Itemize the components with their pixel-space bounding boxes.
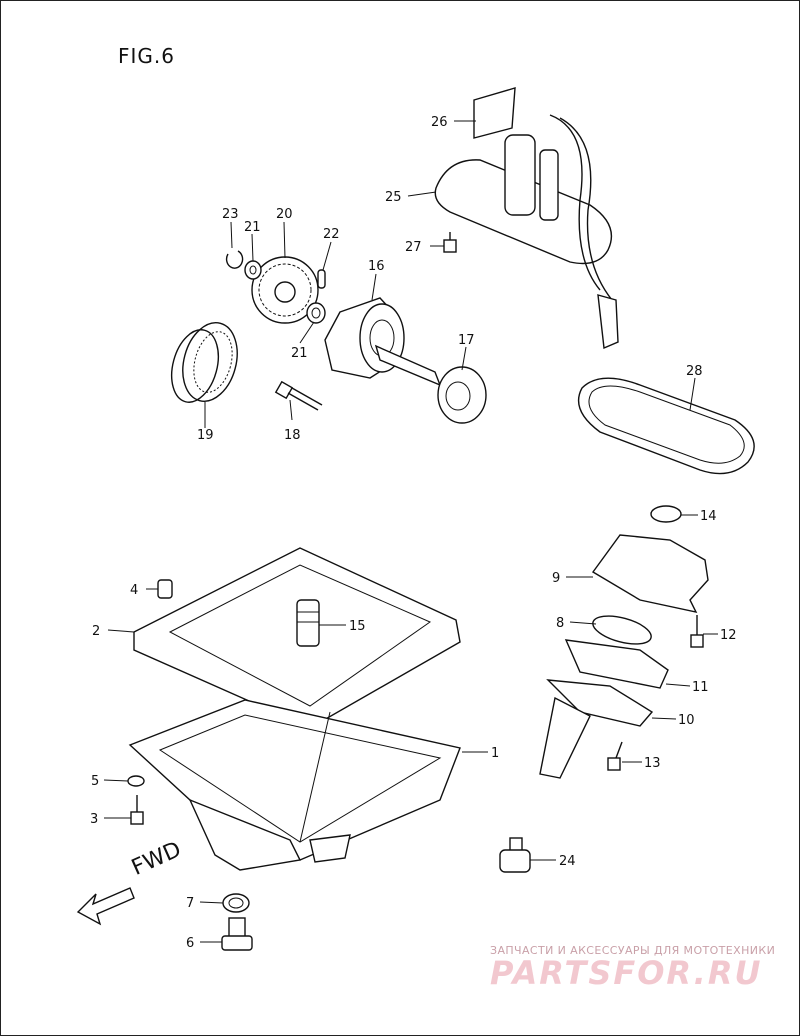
part-24-plug[interactable] — [499, 837, 531, 873]
part-20-gear[interactable] — [251, 256, 319, 324]
callout-16: 16 — [368, 259, 385, 274]
callout-6: 6 — [186, 936, 194, 951]
callout-13: 13 — [644, 756, 661, 771]
part-10-strainer[interactable] — [539, 679, 654, 779]
part-21-washer-lower[interactable] — [306, 302, 326, 324]
part-25-pump-plate[interactable] — [434, 114, 619, 350]
callout-17: 17 — [458, 333, 475, 348]
callout-27: 27 — [405, 240, 422, 255]
part-15-fitting[interactable] — [296, 599, 320, 647]
leader-lines — [103, 120, 718, 943]
callout-15: 15 — [349, 619, 366, 634]
part-27-bolt[interactable] — [443, 232, 457, 253]
part-6-drain-plug[interactable] — [221, 917, 253, 951]
callout-2: 2 — [92, 624, 100, 639]
part-22-pin[interactable] — [317, 269, 326, 289]
callout-7: 7 — [186, 896, 194, 911]
callout-14: 14 — [700, 509, 717, 524]
callout-25: 25 — [385, 190, 402, 205]
part-13-bolt[interactable] — [607, 741, 623, 771]
part-26-filter[interactable] — [473, 87, 516, 139]
callout-3: 3 — [90, 812, 98, 827]
callout-28: 28 — [686, 364, 703, 379]
part-21-washer-upper[interactable] — [244, 260, 262, 280]
callout-20: 20 — [276, 207, 293, 222]
part-28-gasket[interactable] — [577, 377, 755, 475]
callout-22: 22 — [323, 227, 340, 242]
callout-12: 12 — [720, 628, 737, 643]
callout-9: 9 — [552, 571, 560, 586]
part-8-screen[interactable] — [590, 611, 654, 650]
figure-title: FIG.6 — [118, 44, 175, 68]
forward-arrow-icon — [76, 887, 135, 926]
part-9-housing[interactable] — [591, 534, 709, 613]
part-1-oil-pan[interactable] — [128, 699, 461, 871]
part-3-bolt[interactable] — [130, 795, 144, 825]
part-23-circlip[interactable] — [225, 250, 244, 269]
callout-24: 24 — [559, 854, 576, 869]
part-5-washer[interactable] — [127, 775, 145, 787]
part-19-drive-gear[interactable] — [164, 317, 245, 408]
callout-11: 11 — [692, 680, 709, 695]
watermark-tagline: ЗАПЧАСТИ И АКСЕССУАРЫ ДЛЯ МОТОТЕХНИКИ — [490, 944, 776, 957]
callout-18: 18 — [284, 428, 301, 443]
callout-8: 8 — [556, 616, 564, 631]
part-14-o-ring[interactable] — [650, 505, 682, 523]
callout-19: 19 — [197, 428, 214, 443]
callout-21-lower: 21 — [291, 346, 308, 361]
callout-1: 1 — [491, 746, 499, 761]
part-18-bolt[interactable] — [274, 380, 323, 411]
part-11-gasket[interactable] — [564, 639, 669, 689]
callout-5: 5 — [91, 774, 99, 789]
watermark-logo: PARTSFOR.RU — [490, 954, 763, 992]
part-7-washer[interactable] — [222, 893, 250, 913]
callout-10: 10 — [678, 713, 695, 728]
part-12-bolt[interactable] — [690, 615, 704, 648]
part-4-dowel[interactable] — [157, 579, 173, 599]
callout-21-upper: 21 — [244, 220, 261, 235]
part-17-o-ring[interactable] — [437, 366, 487, 424]
callout-26: 26 — [431, 115, 448, 130]
callout-4: 4 — [130, 583, 138, 598]
part-16-oil-pump[interactable] — [324, 297, 442, 387]
callout-23: 23 — [222, 207, 239, 222]
